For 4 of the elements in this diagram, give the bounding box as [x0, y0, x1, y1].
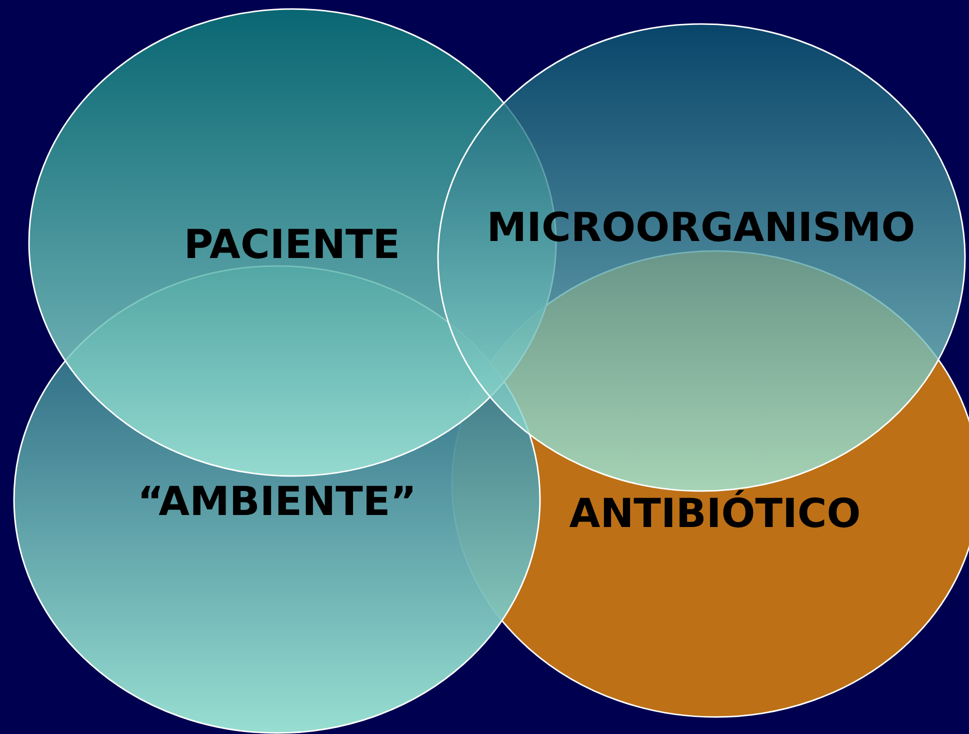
category-label: PACIENTE — [184, 222, 400, 268]
category-label: MICROORGANISMO — [486, 205, 916, 251]
category-label: ANTIBIÓTICO — [569, 491, 861, 537]
category-label: “AMBIENTE” — [138, 479, 416, 525]
